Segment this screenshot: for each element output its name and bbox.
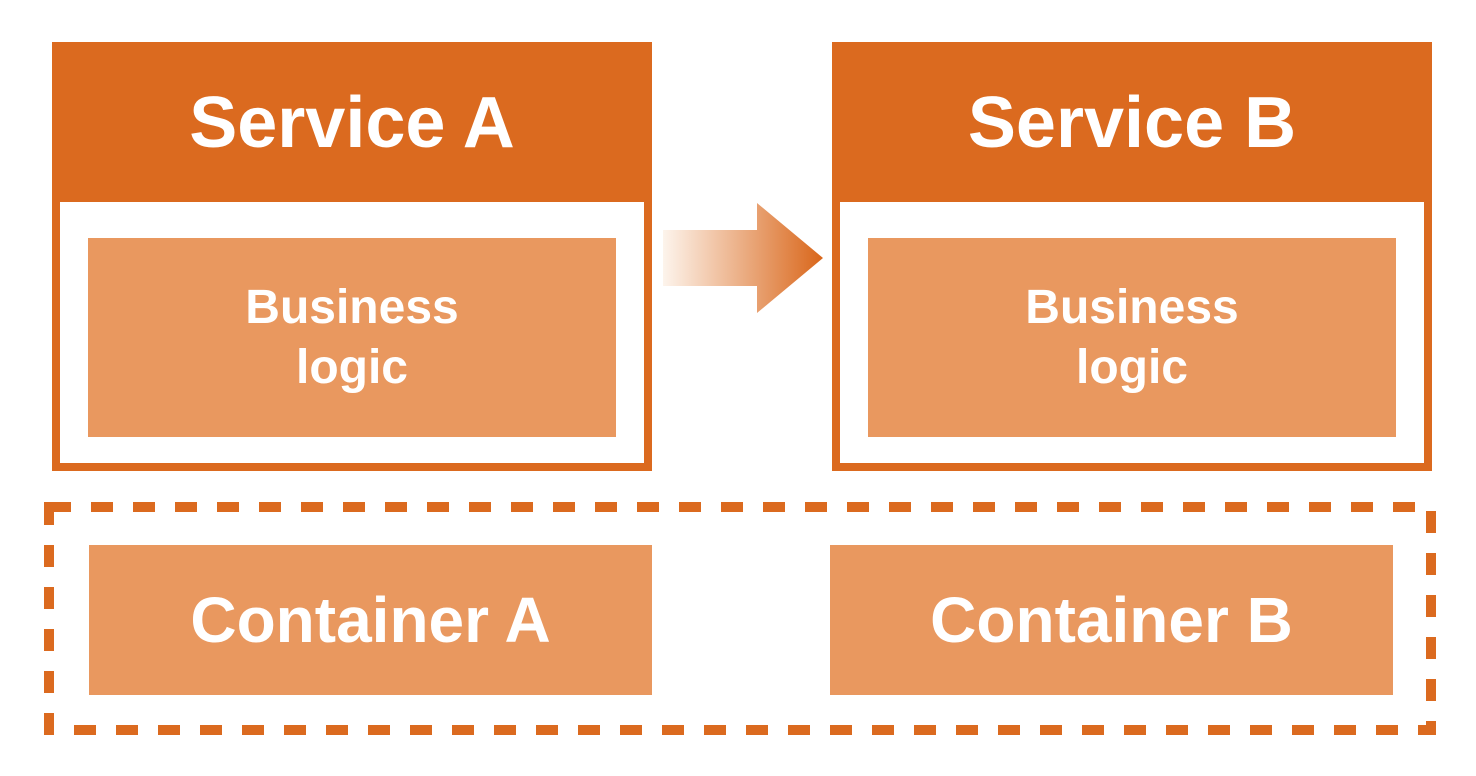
container-a-label: Container A xyxy=(190,584,551,656)
service-a-business-logic-label-line2: logic xyxy=(295,340,408,394)
right-arrow-icon xyxy=(663,203,823,313)
service-a-body: Business logic xyxy=(60,238,644,499)
container-b-box: Container B xyxy=(830,545,1393,695)
service-b-body: Business logic xyxy=(840,238,1424,499)
service-b-header: Service B xyxy=(840,50,1424,202)
container-b-label: Container B xyxy=(930,584,1293,656)
container-boundary-dashed-box xyxy=(44,502,1436,735)
service-b-box: Service B Business logic xyxy=(832,42,1432,471)
service-a-business-logic-label-line1: Business xyxy=(245,280,459,334)
service-a-header: Service A xyxy=(60,50,644,202)
service-a-box: Service A Business logic xyxy=(52,42,652,471)
container-a-box: Container A xyxy=(89,545,652,695)
service-b-business-logic-box: Business logic xyxy=(868,238,1396,437)
service-b-title: Service B xyxy=(967,83,1297,163)
service-a-title: Service A xyxy=(189,83,515,163)
service-b-business-logic-label-line1: Business xyxy=(1025,280,1239,334)
service-b-business-logic-label-line2: logic xyxy=(1075,340,1188,394)
service-a-business-logic-box: Business logic xyxy=(88,238,616,437)
